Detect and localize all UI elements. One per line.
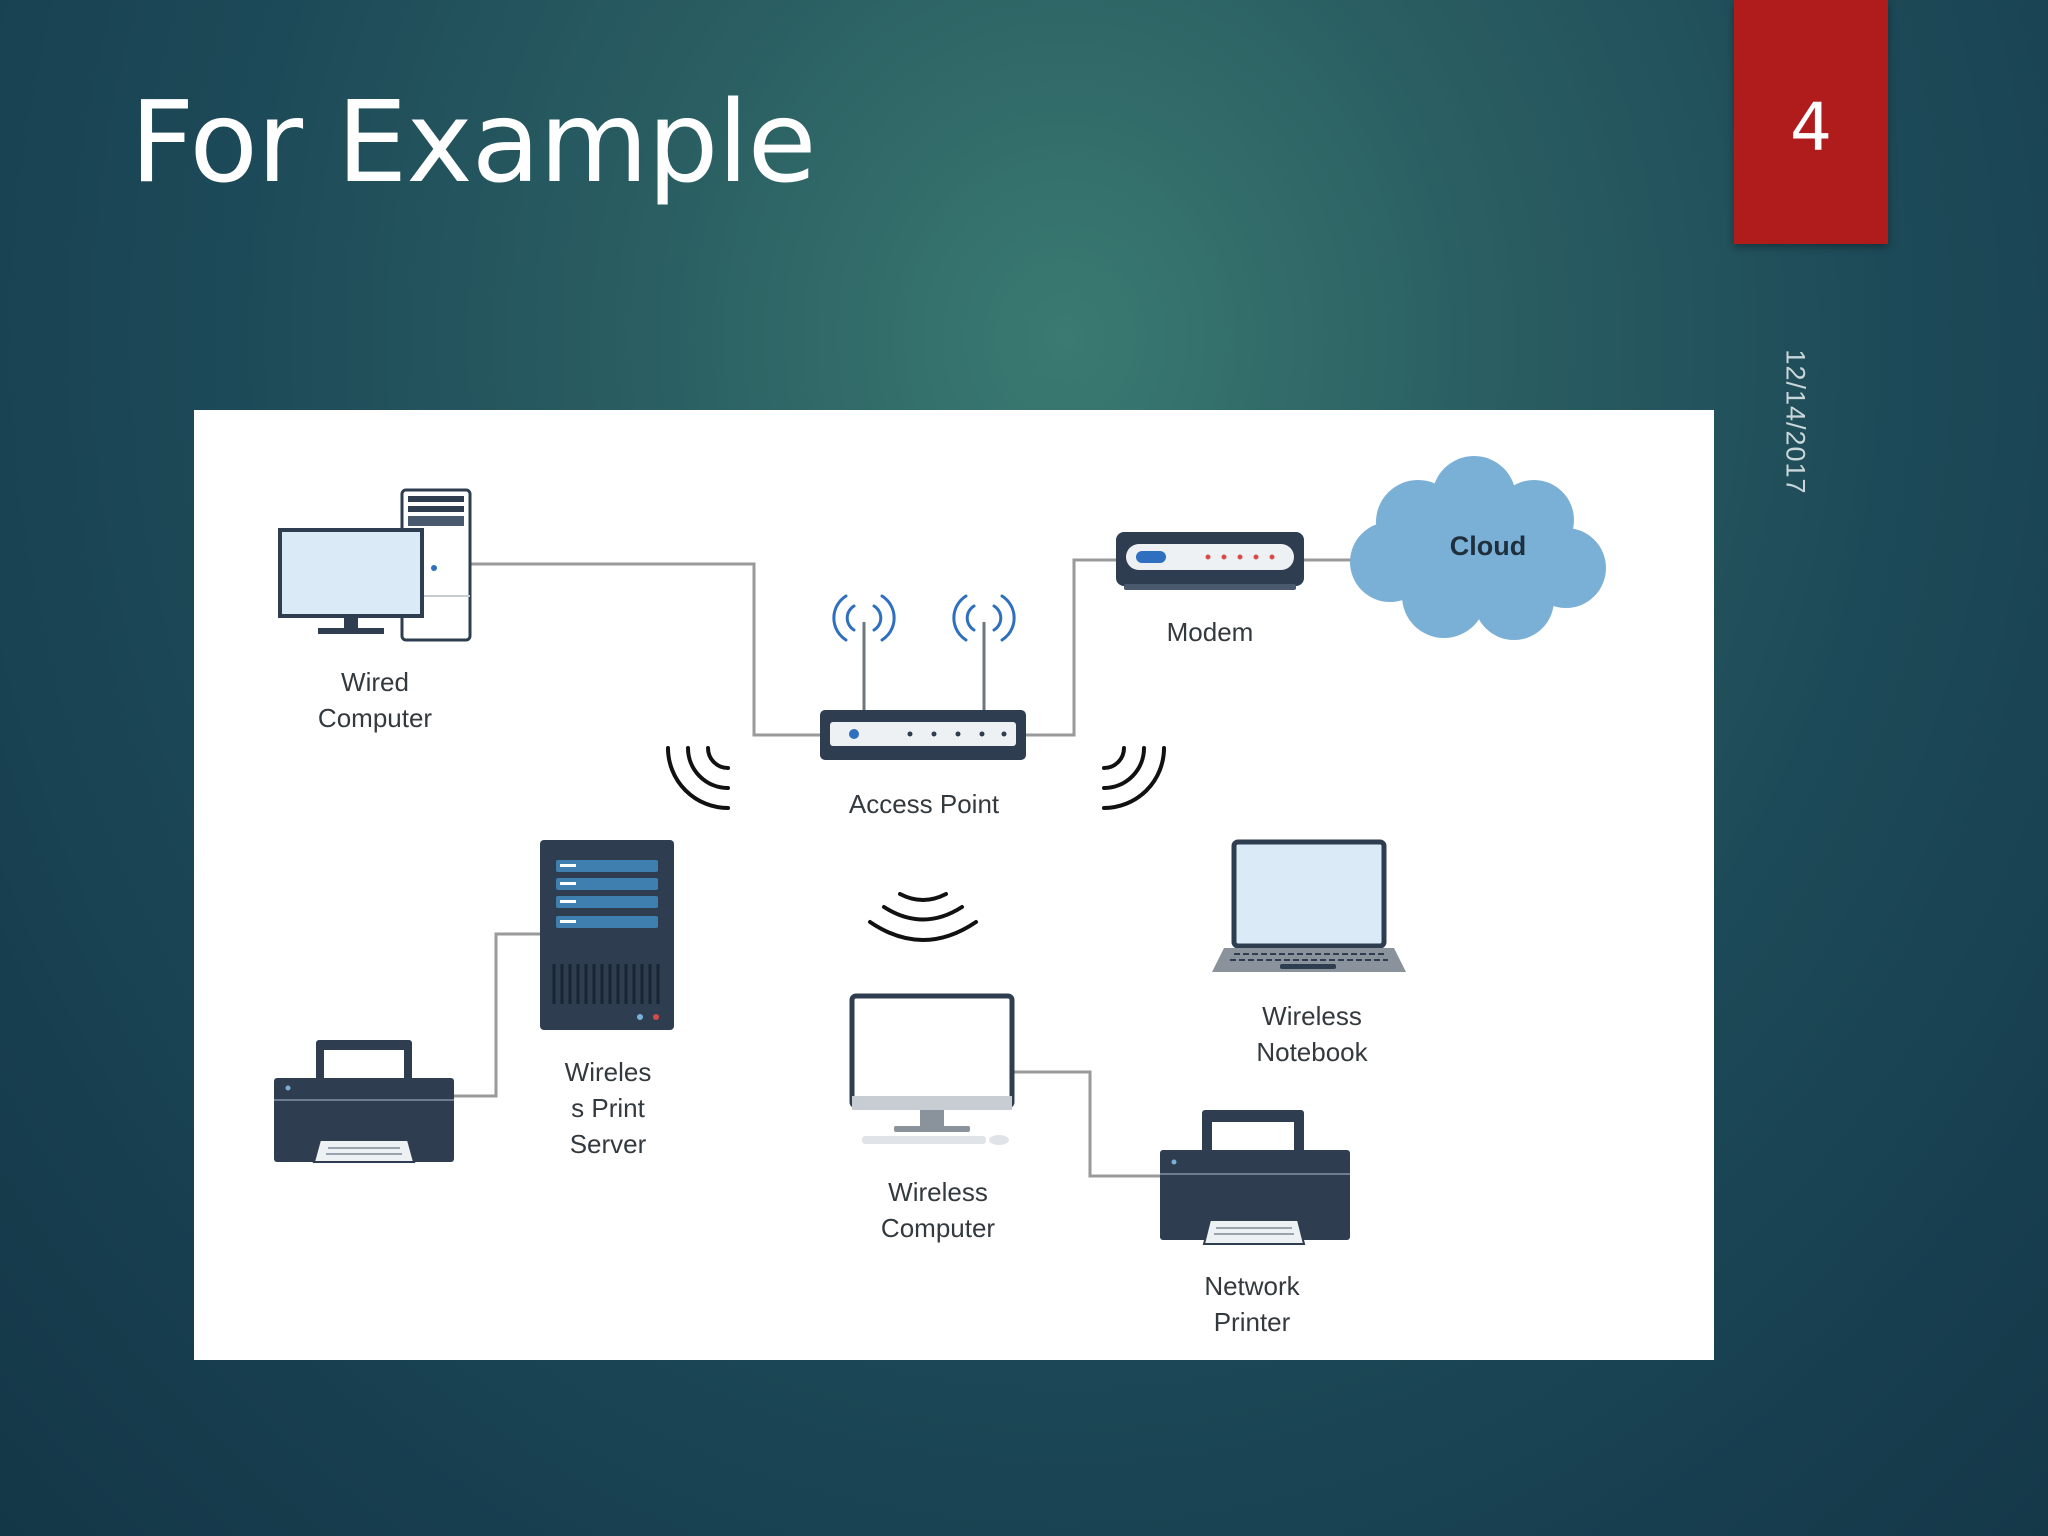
wireless-signal-icon-down bbox=[868, 892, 978, 942]
label-wired-computer: Wired Computer bbox=[318, 664, 432, 736]
label-access-point-line1: Access Point bbox=[848, 789, 1000, 819]
slide-number: 4 bbox=[1790, 88, 1832, 166]
label-access-point: Access Point bbox=[849, 786, 999, 822]
label-wireless-computer-line1: Wireless bbox=[888, 1177, 988, 1207]
printer-icon-left bbox=[274, 1040, 454, 1163]
label-network-printer-line2: Printer bbox=[1213, 1307, 1291, 1337]
label-wired-computer-line1: Wired bbox=[341, 667, 409, 697]
connectors bbox=[454, 558, 1362, 1178]
network-diagram: Wired Computer Access Point Modem Cloud … bbox=[194, 410, 1714, 1360]
label-wireless-notebook-line2: Notebook bbox=[1256, 1037, 1368, 1067]
label-modem: Modem bbox=[1167, 614, 1254, 650]
label-wireless-computer: Wireless Computer bbox=[881, 1174, 995, 1246]
modem-icon bbox=[1116, 532, 1304, 590]
printer-icon-network bbox=[1160, 1110, 1350, 1245]
edge-wireless-computer-to-network-printer bbox=[1012, 1070, 1160, 1178]
slide-number-badge: 4 bbox=[1734, 0, 1888, 244]
label-wireless-notebook-line1: Wireless bbox=[1262, 1001, 1362, 1031]
label-modem-line1: Modem bbox=[1166, 617, 1254, 647]
edge-left-printer-to-print-server bbox=[454, 932, 540, 1098]
label-network-printer: Network Printer bbox=[1204, 1268, 1299, 1340]
network-diagram-canvas bbox=[274, 456, 1606, 1245]
wireless-signal-icon bbox=[666, 746, 1166, 810]
label-wireless-notebook: Wireless Notebook bbox=[1256, 998, 1367, 1070]
label-print-server-line2: s Print bbox=[571, 1093, 645, 1123]
label-print-server: Wireles s Print Server bbox=[565, 1054, 652, 1162]
label-print-server-line3: Server bbox=[569, 1129, 647, 1159]
cloud-icon bbox=[1350, 456, 1606, 640]
label-cloud-line1: Cloud bbox=[1449, 531, 1527, 561]
desktop-tower-icon bbox=[278, 488, 472, 642]
router-icon bbox=[820, 594, 1026, 760]
label-wireless-computer-line2: Computer bbox=[880, 1213, 996, 1243]
laptop-icon bbox=[1212, 839, 1406, 972]
edge-wired-computer-to-access-point bbox=[470, 562, 820, 737]
slide-title: For Example bbox=[130, 78, 816, 208]
edge-access-point-to-modem bbox=[1026, 558, 1116, 737]
slide-date-text: 12/14/2017 bbox=[1780, 349, 1811, 495]
label-cloud: Cloud bbox=[1450, 528, 1526, 564]
label-print-server-line1: Wireles bbox=[564, 1057, 652, 1087]
label-wired-computer-line2: Computer bbox=[317, 703, 433, 733]
label-network-printer-line1: Network bbox=[1204, 1271, 1300, 1301]
monitor-icon bbox=[849, 993, 1015, 1145]
server-icon bbox=[540, 840, 674, 1030]
